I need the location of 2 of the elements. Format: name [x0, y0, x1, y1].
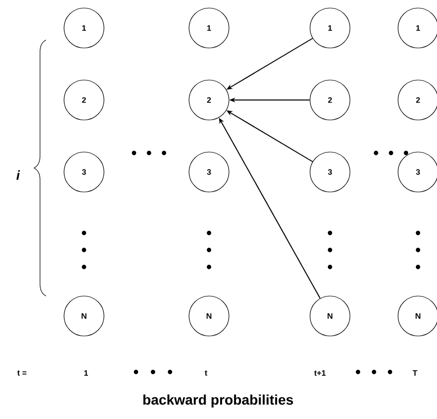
caption: backward probabilities — [143, 394, 293, 408]
index-label: i — [16, 170, 20, 180]
